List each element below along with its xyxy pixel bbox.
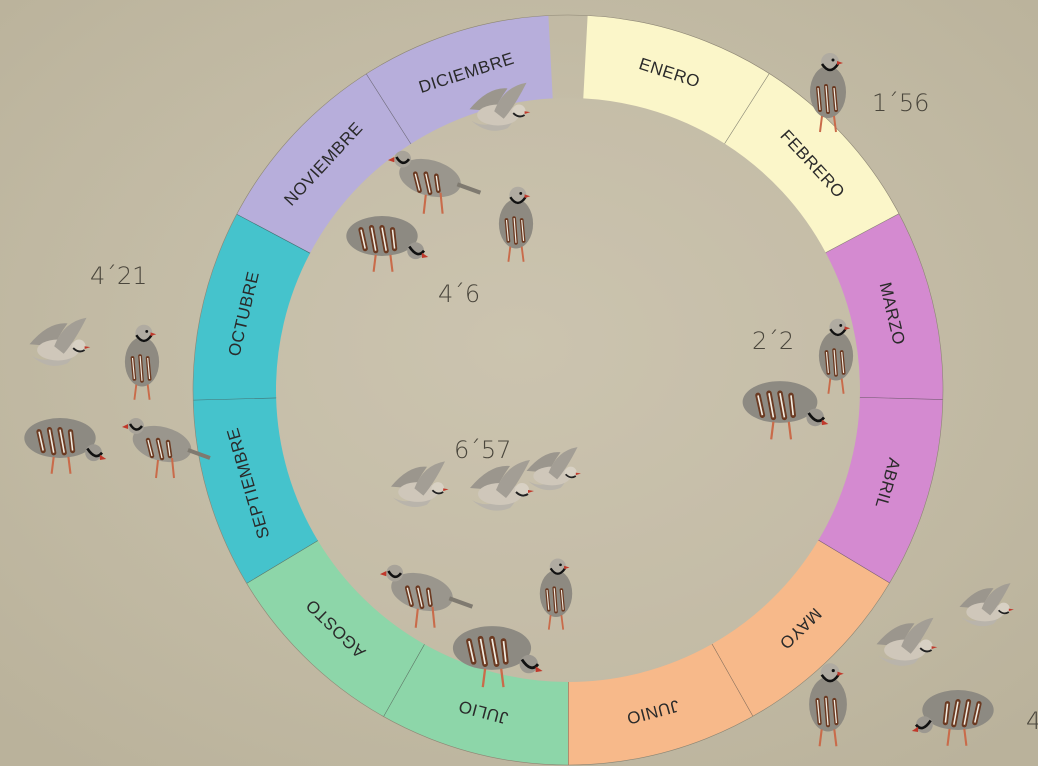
- value-label-sep-oct: 4´21: [90, 262, 147, 290]
- value-label-mar-apr: 2´2: [752, 327, 794, 355]
- value-label-feb: 1´56: [872, 89, 929, 117]
- value-label-nov-dec: 4´6: [438, 280, 480, 308]
- value-label-may-jun: 4: [1026, 707, 1038, 735]
- value-label-jul-aug: 6´57: [454, 436, 511, 464]
- month-ring: [193, 15, 943, 765]
